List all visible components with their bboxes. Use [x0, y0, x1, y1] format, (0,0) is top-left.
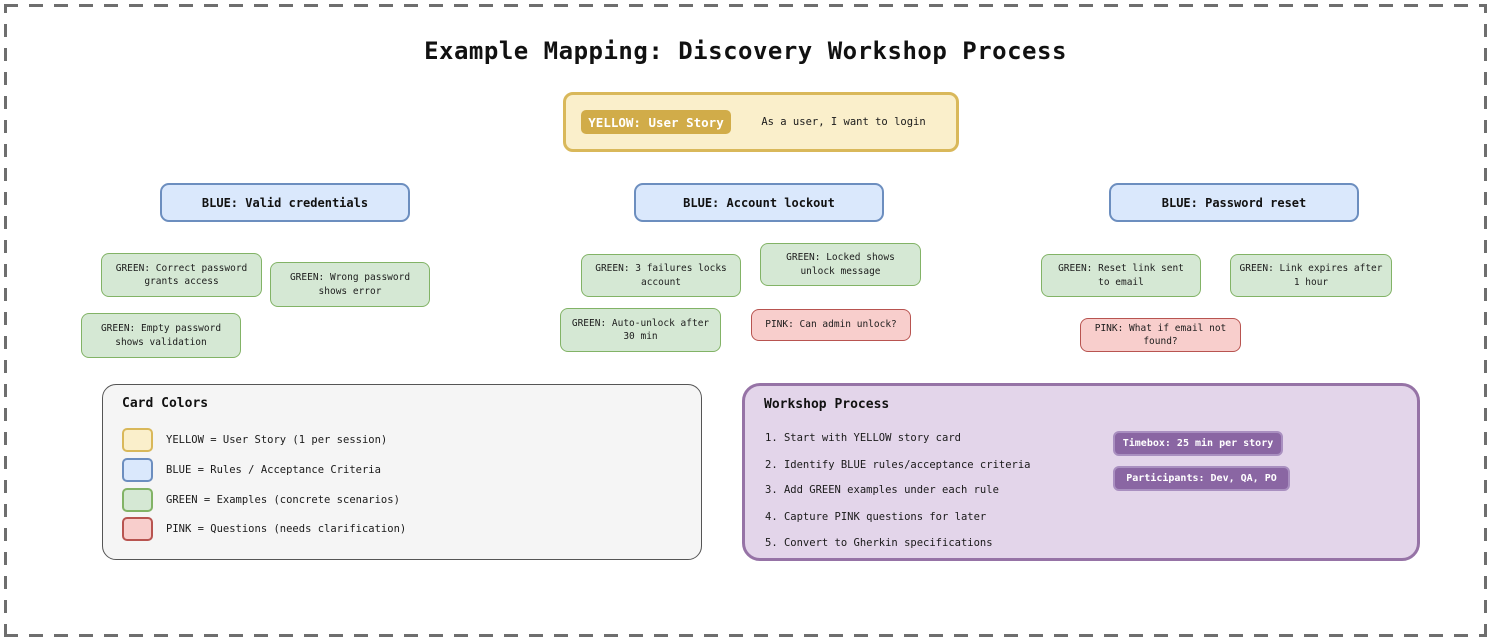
process-step: 5. Convert to Gherkin specifications — [765, 537, 993, 549]
example-card: GREEN: Reset link sent to email — [1041, 254, 1201, 297]
timebox-badge: Timebox: 25 min per story — [1113, 431, 1283, 456]
example-card: GREEN: Correct password grants access — [101, 253, 262, 297]
process-step: 3. Add GREEN examples under each rule — [765, 484, 999, 496]
story-card-text: As a user, I want to login — [731, 116, 956, 128]
example-card: GREEN: Wrong password shows error — [270, 262, 430, 307]
rule-card-account-lockout: BLUE: Account lockout — [634, 183, 884, 222]
legend-label: PINK = Questions (needs clarification) — [166, 523, 406, 535]
yellow-swatch — [122, 428, 153, 452]
example-card: GREEN: Auto-unlock after 30 min — [560, 308, 721, 352]
process-step: 2. Identify BLUE rules/acceptance criter… — [765, 459, 1031, 471]
legend-label: GREEN = Examples (concrete scenarios) — [166, 494, 400, 506]
workshop-process-panel: Workshop Process 1. Start with YELLOW st… — [742, 383, 1420, 561]
legend-row: GREEN = Examples (concrete scenarios) — [122, 488, 400, 512]
process-title: Workshop Process — [764, 397, 889, 412]
example-card: GREEN: 3 failures locks account — [581, 254, 741, 297]
legend-row: PINK = Questions (needs clarification) — [122, 517, 406, 541]
process-step: 4. Capture PINK questions for later — [765, 511, 986, 523]
legend-title: Card Colors — [122, 396, 208, 411]
pink-swatch — [122, 517, 153, 541]
question-card: PINK: Can admin unlock? — [751, 309, 911, 341]
story-card-badge: YELLOW: User Story — [581, 110, 731, 134]
rule-card-valid-credentials: BLUE: Valid credentials — [160, 183, 410, 222]
question-card: PINK: What if email not found? — [1080, 318, 1241, 352]
card-colors-legend: Card Colors YELLOW = User Story (1 per s… — [102, 384, 702, 560]
participants-badge: Participants: Dev, QA, PO — [1113, 466, 1290, 491]
legend-label: YELLOW = User Story (1 per session) — [166, 434, 387, 446]
process-step: 1. Start with YELLOW story card — [765, 432, 961, 444]
story-card: YELLOW: User Story As a user, I want to … — [563, 92, 959, 152]
legend-label: BLUE = Rules / Acceptance Criteria — [166, 464, 381, 476]
diagram-title: Example Mapping: Discovery Workshop Proc… — [0, 37, 1491, 65]
example-card: GREEN: Link expires after 1 hour — [1230, 254, 1392, 297]
green-swatch — [122, 488, 153, 512]
legend-row: YELLOW = User Story (1 per session) — [122, 428, 387, 452]
example-card: GREEN: Locked shows unlock message — [760, 243, 921, 286]
example-card: GREEN: Empty password shows validation — [81, 313, 241, 358]
legend-row: BLUE = Rules / Acceptance Criteria — [122, 458, 381, 482]
rule-card-password-reset: BLUE: Password reset — [1109, 183, 1359, 222]
blue-swatch — [122, 458, 153, 482]
